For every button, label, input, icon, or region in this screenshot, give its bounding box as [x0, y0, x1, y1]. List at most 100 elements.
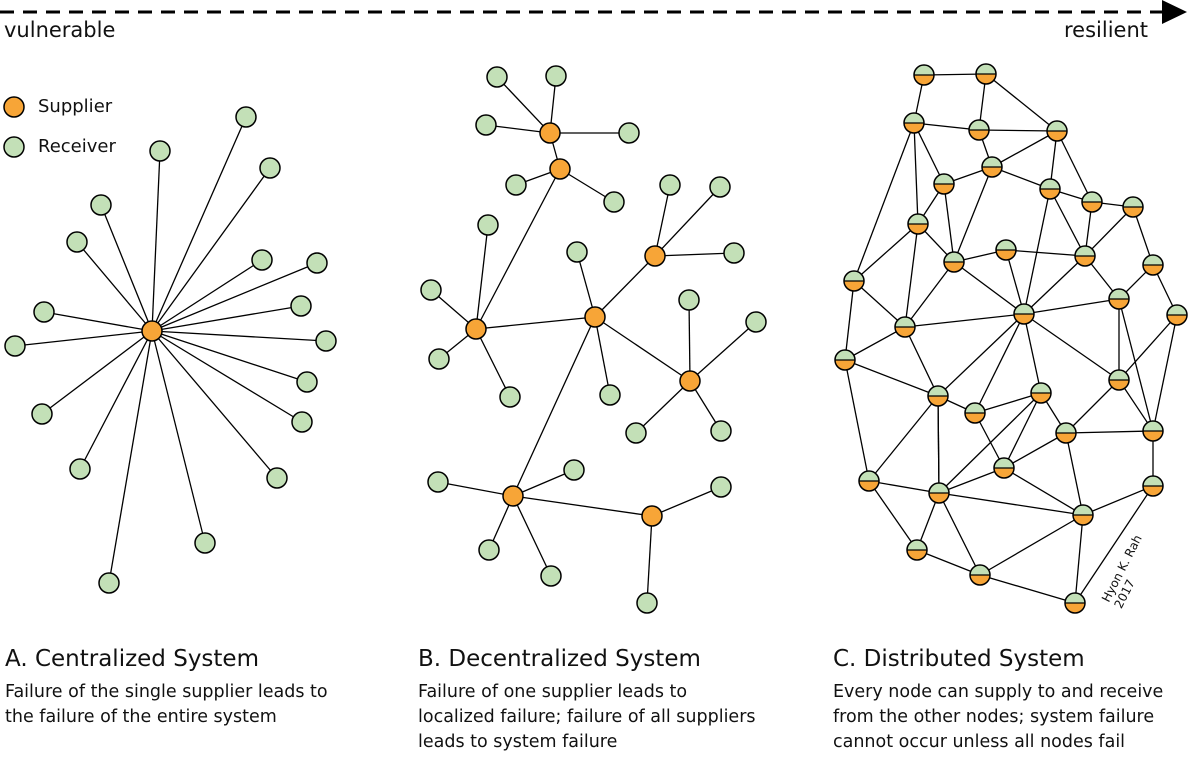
decentralized-edge [635, 380, 691, 434]
distributed-edge [1023, 313, 1042, 394]
decentralized-edge [689, 321, 757, 382]
distributed-edge [1005, 249, 1086, 257]
distributed-edge [937, 395, 940, 494]
distributed-edge [991, 130, 1058, 168]
receiver-node [709, 176, 731, 198]
receiver-node [475, 114, 497, 136]
centralized-edge [108, 330, 153, 584]
distributed-edge [974, 313, 1025, 414]
distributed-node [1142, 475, 1164, 497]
distributed-node [1108, 288, 1130, 310]
distributed-edge [1074, 485, 1154, 604]
decentralized-edge [475, 328, 511, 398]
centralized-edge [151, 167, 271, 332]
distributed-node [894, 316, 916, 338]
distributed-edge [937, 313, 1025, 397]
distributed-edge [853, 280, 906, 328]
distributed-node [1142, 420, 1164, 442]
distributed-edge [1082, 485, 1154, 516]
distributed-edge [938, 392, 1042, 494]
distributed-edge [1065, 430, 1154, 434]
decentralized-edge [654, 252, 735, 257]
distributed-node [858, 470, 880, 492]
decentralized-edge [594, 316, 691, 382]
decentralized-edge [512, 469, 575, 497]
receiver-node [603, 191, 625, 213]
receiver-node [477, 214, 499, 236]
receiver-node [251, 249, 273, 271]
legend-supplier-marker [3, 96, 25, 118]
distributed-edge [868, 480, 918, 551]
centralized-edge [151, 330, 327, 342]
supplier-node [141, 320, 163, 342]
centralized-edge [100, 204, 153, 332]
distributed-edge [1003, 432, 1067, 469]
distributed-edge [904, 313, 1025, 328]
supplier-node [641, 505, 663, 527]
legend-receiver-marker [3, 136, 25, 158]
panel-c-description-line: from the other nodes; system failure [833, 707, 1155, 727]
supplier-node [549, 158, 571, 180]
centralized-edge [151, 150, 161, 332]
panel-a-description-line: Failure of the single supplier leads to [5, 682, 328, 702]
distributed-node [968, 119, 990, 141]
receiver-node [745, 311, 767, 333]
supplier-node [539, 122, 561, 144]
panel-c-description: Every node can supply to and receive fro… [833, 680, 1183, 755]
receiver-node [659, 174, 681, 196]
distributed-node [993, 457, 1015, 479]
decentralized-edge [594, 316, 611, 396]
distributed-edge [938, 492, 1084, 516]
receiver-node [723, 242, 745, 264]
distributed-edge [844, 280, 855, 361]
receiver-node [259, 157, 281, 179]
panel-c-title: C. Distributed System [833, 646, 1085, 672]
centralized-edge [79, 330, 153, 470]
distributed-edge [904, 223, 919, 328]
legend-supplier-label: Supplier [38, 96, 113, 117]
decentralized-edge [475, 316, 596, 330]
supplier-node [644, 245, 666, 267]
panel-b-description-line: leads to system failure [418, 732, 618, 752]
distributed-edge [868, 395, 939, 482]
centralized-edge [151, 262, 318, 332]
distributed-node [1046, 120, 1068, 142]
receiver-node [599, 384, 621, 406]
distributed-node [927, 385, 949, 407]
distributed-edge [1065, 379, 1120, 434]
distributed-edge [913, 122, 919, 225]
receiver-node [545, 65, 567, 87]
distributed-node [928, 482, 950, 504]
decentralized-edge [475, 168, 561, 330]
centralized-edge [76, 241, 153, 332]
distributed-node [964, 402, 986, 424]
receiver-node [420, 279, 442, 301]
distributed-edge [916, 549, 981, 576]
panel-b-description: Failure of one supplier leads to localiz… [418, 680, 808, 755]
receiver-node [90, 194, 112, 216]
distributed-edge [1023, 255, 1086, 315]
distributed-node [969, 564, 991, 586]
distributed-edge [844, 359, 939, 397]
receiver-node [235, 106, 257, 128]
legend-receiver-label: Receiver [38, 136, 116, 157]
distributed-node [1166, 304, 1188, 326]
distributed-node [1055, 422, 1077, 444]
centralized-edge [151, 330, 278, 479]
distributed-edge [953, 261, 1025, 315]
receiver-node [291, 411, 313, 433]
centralized-edge [41, 330, 153, 415]
panel-c-description-line: cannot occur unless all nodes fail [833, 732, 1126, 752]
network-edges [14, 73, 1178, 604]
receiver-node [33, 301, 55, 323]
receiver-node [290, 295, 312, 317]
distributed-edge [853, 122, 915, 282]
decentralized-edge [576, 251, 596, 318]
receiver-node [149, 140, 171, 162]
resilient-label: resilient [1064, 18, 1148, 42]
receiver-node [478, 539, 500, 561]
receiver-node [98, 572, 120, 594]
distributed-edge [974, 392, 1042, 414]
distributed-node [1030, 382, 1052, 404]
